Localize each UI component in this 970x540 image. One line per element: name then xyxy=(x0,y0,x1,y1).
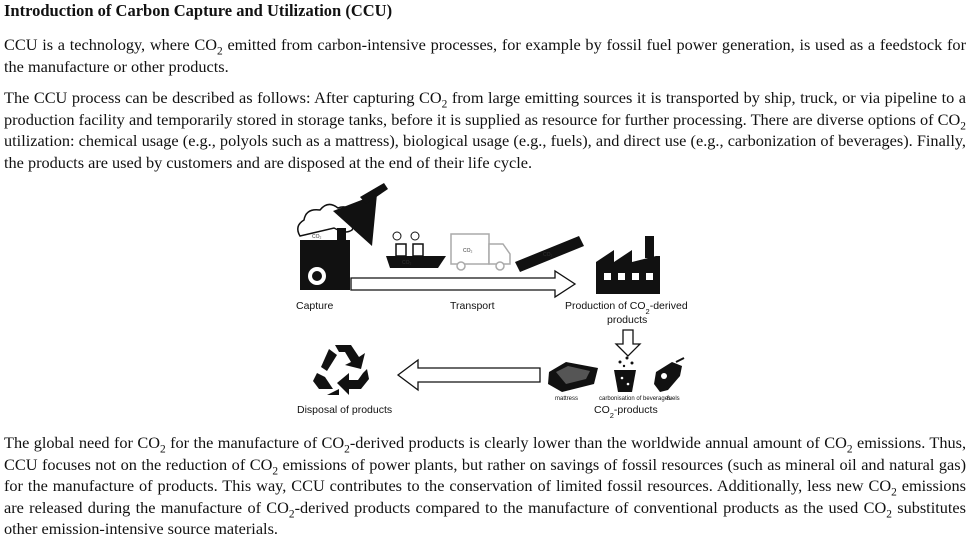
disposal-arrow xyxy=(396,358,541,392)
production-label: Production of CO2-derived xyxy=(565,300,688,316)
down-arrow xyxy=(614,329,642,357)
mattress-icon xyxy=(548,362,598,392)
production-factory-icon xyxy=(596,236,660,294)
truck-co2-label: CO₂ xyxy=(463,248,473,254)
page-title: Introduction of Carbon Capture and Utili… xyxy=(4,1,393,20)
co2-products-label: CO2-products xyxy=(594,404,658,420)
transport-label: Transport xyxy=(450,300,495,312)
paragraph-process: The CCU process can be described as foll… xyxy=(4,88,966,172)
fuel-nozzle-icon xyxy=(654,357,685,392)
recycle-icon xyxy=(313,345,369,395)
ccu-process-diagram: CO₂ CO₂ CO₂ CO₂ xyxy=(296,183,688,420)
funnel-icon xyxy=(333,183,388,246)
co2-cloud-label: CO₂ xyxy=(312,234,322,240)
beverage-glass-icon xyxy=(614,356,636,392)
transport-arrow xyxy=(350,269,577,299)
capture-label: Capture xyxy=(296,300,334,312)
production-label-line2: products xyxy=(607,314,647,326)
beverages-label: carbonisation of beverages xyxy=(599,396,671,402)
ship-co2-label: CO₂ xyxy=(402,260,412,266)
fuels-label: fuels xyxy=(667,396,680,402)
ship-icon: CO₂ xyxy=(386,231,446,268)
pipeline-co2-label: CO₂ xyxy=(543,252,553,258)
paragraph-intro: CCU is a technology, where CO2 emitted f… xyxy=(4,35,966,76)
truck-icon: CO₂ xyxy=(450,233,511,271)
mattress-label: mattress xyxy=(555,396,578,402)
paragraph-global-need: The global need for CO2 for the manufact… xyxy=(4,433,967,538)
pipeline-icon: CO₂ xyxy=(515,236,584,272)
disposal-label: Disposal of products xyxy=(297,404,392,416)
